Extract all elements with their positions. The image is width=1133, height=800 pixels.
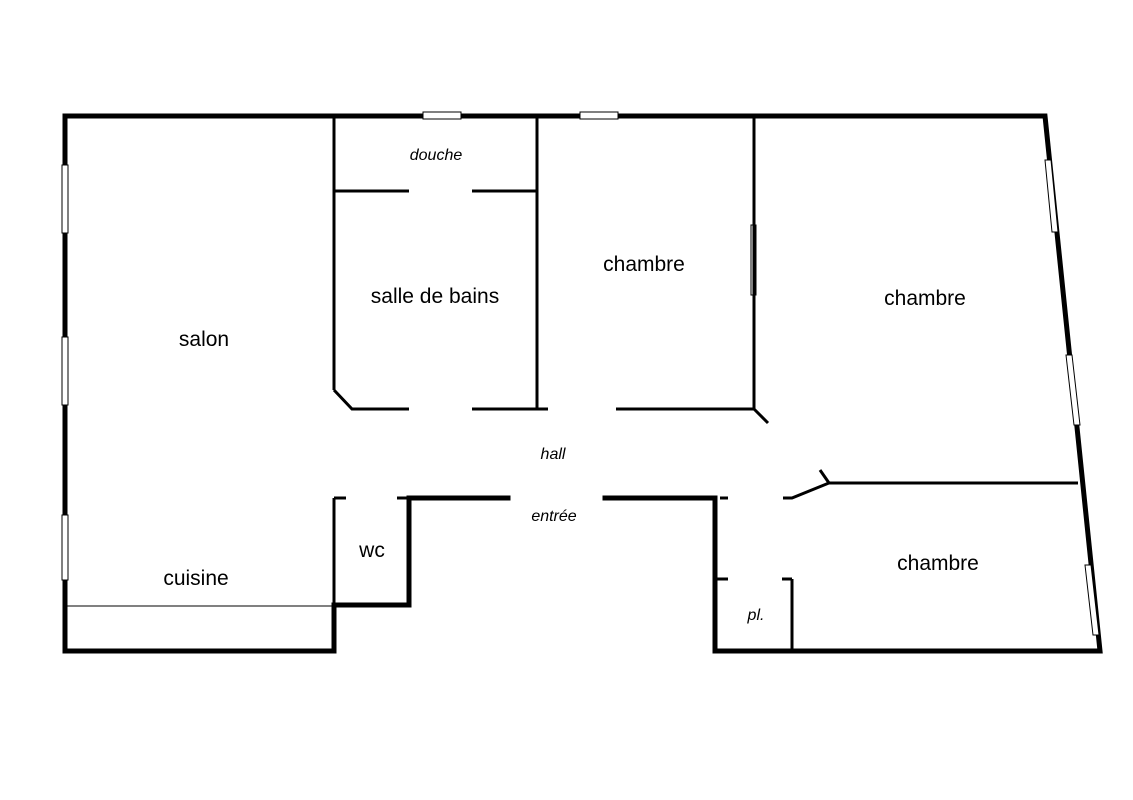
label-entree: entrée — [531, 508, 576, 525]
wall-bath-corner — [332, 388, 409, 411]
window-left-3 — [61, 514, 69, 581]
window-top-2 — [579, 111, 619, 120]
window-right-2 — [1065, 354, 1081, 426]
room-labels: douche salle de bains chambre chambre ch… — [163, 147, 979, 624]
window-left-1 — [61, 164, 69, 234]
label-chambre-1: chambre — [603, 253, 685, 276]
outer-wall-north-west — [62, 113, 1103, 654]
interior-walls — [332, 118, 1078, 651]
door-chambre3 — [783, 469, 832, 500]
label-cuisine: cuisine — [163, 567, 228, 590]
window-left-2 — [61, 336, 69, 406]
exterior-walls — [62, 113, 1103, 654]
label-salle-de-bains: salle de bains — [371, 285, 499, 308]
label-salon: salon — [179, 328, 229, 351]
window-right-3 — [1084, 564, 1100, 636]
label-chambre-2: chambre — [884, 287, 966, 310]
label-wc: wc — [358, 539, 385, 562]
label-hall: hall — [541, 446, 566, 463]
outer-wall-south-west — [62, 495, 511, 654]
label-douche: douche — [410, 147, 463, 164]
label-placard: pl. — [747, 607, 765, 624]
label-chambre-3: chambre — [897, 552, 979, 575]
window-right-1 — [1044, 159, 1059, 233]
door-chambre2 — [752, 407, 770, 425]
window-top-1 — [422, 111, 462, 120]
